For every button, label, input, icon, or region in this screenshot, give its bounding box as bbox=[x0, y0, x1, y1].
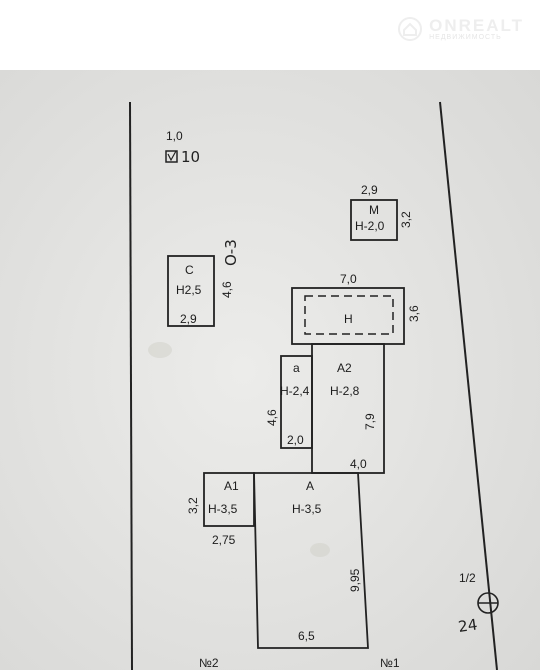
building-a-name: А bbox=[306, 479, 314, 493]
building-m-height: Н-2,0 bbox=[355, 219, 385, 233]
building-a-width: 6,5 bbox=[298, 629, 315, 643]
building-m-length: 3,2 bbox=[399, 211, 413, 228]
watermark: ONREALT НЕДВИЖИМОСТЬ bbox=[397, 16, 524, 42]
building-a-small-height: Н-2,4 bbox=[280, 384, 310, 398]
left-neighbor-label: №2 bbox=[199, 656, 219, 670]
building-c-length: 4,6 bbox=[220, 281, 234, 298]
building-c-name: С bbox=[185, 263, 194, 277]
small-object-size: 1,0 bbox=[166, 129, 183, 143]
right-boundary-line bbox=[439, 101, 498, 670]
watermark-tagline: НЕДВИЖИМОСТЬ bbox=[429, 34, 502, 41]
small-object: 1,0 10 bbox=[165, 129, 200, 166]
building-m: 2,9 М Н-2,0 3,2 bbox=[350, 183, 413, 241]
building-a1-name: А1 bbox=[224, 479, 239, 493]
building-a1-height: Н-3,5 bbox=[208, 502, 238, 516]
building-h-name: Н bbox=[344, 312, 353, 326]
building-m-name: М bbox=[369, 203, 379, 217]
house-logo-icon bbox=[398, 17, 423, 41]
watermark-brand: ONREALT bbox=[429, 16, 524, 35]
paper-background bbox=[0, 70, 540, 670]
site-plan: 1,0 10 2,9 М Н-2,0 3,2 С Н2,5 4,6 2,9 О-… bbox=[0, 70, 540, 670]
building-h-width: 7,0 bbox=[340, 272, 357, 286]
building-a: А Н-3,5 9,95 6,5 bbox=[253, 472, 369, 649]
building-a2-width: 4,0 bbox=[350, 457, 367, 471]
right-neighbor-label: №1 bbox=[380, 656, 400, 670]
left-boundary-line bbox=[129, 101, 133, 670]
building-m-width: 2,9 bbox=[361, 183, 378, 197]
building-a1-width: 2,75 bbox=[212, 533, 236, 547]
building-c: С Н2,5 4,6 2,9 О-3 bbox=[167, 239, 240, 327]
building-a-height: Н-3,5 bbox=[292, 502, 322, 516]
marker-note: 24 bbox=[457, 615, 478, 635]
marker-fraction: 1/2 bbox=[459, 571, 476, 585]
building-c-width: 2,9 bbox=[180, 312, 197, 326]
building-a1-length: 3,2 bbox=[186, 497, 200, 514]
building-a-small-length: 4,6 bbox=[265, 409, 279, 426]
building-a2-height: Н-2,8 bbox=[330, 384, 360, 398]
top-bar: ONREALT НЕДВИЖИМОСТЬ bbox=[0, 0, 540, 70]
small-object-note: 10 bbox=[181, 148, 200, 166]
building-a2-length: 7,9 bbox=[363, 413, 377, 430]
boundary-marker: 1/2 24 bbox=[457, 571, 499, 636]
building-a-small-name: а bbox=[293, 361, 300, 375]
building-h-length: 3,6 bbox=[407, 305, 421, 322]
building-c-note: О-3 bbox=[222, 239, 240, 266]
building-a2-name: А2 bbox=[337, 361, 352, 375]
building-a-small-width: 2,0 bbox=[287, 433, 304, 447]
building-a-small: а Н-2,4 4,6 2,0 bbox=[265, 355, 313, 449]
building-a-length: 9,95 bbox=[348, 568, 362, 592]
building-c-height: Н2,5 bbox=[176, 283, 202, 297]
